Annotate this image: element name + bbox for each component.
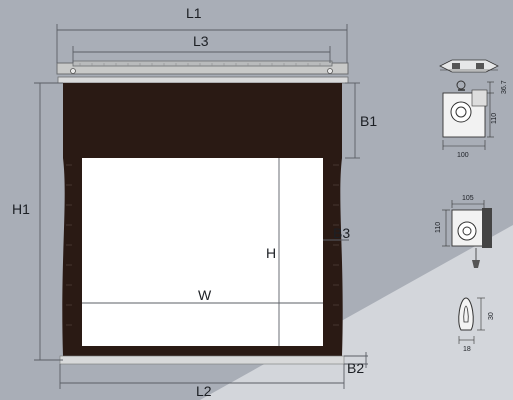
label-b3: B3 [333,225,350,241]
dim-30: 30 [488,312,495,320]
detail-clip-profile: 30 18 [458,297,495,353]
detail-roller-housing: 36.7 110 100 [442,80,508,159]
label-w: W [198,287,212,303]
label-h1: H1 [12,201,30,217]
label-b2: B2 [347,360,364,376]
dimension-lines [34,24,368,389]
dim-100: 100 [457,152,469,159]
dim-18: 18 [463,346,471,353]
screen-frame [62,83,343,356]
bottom-bar [59,355,345,365]
dim-36-7: 36.7 [501,80,508,94]
screen-surface [82,158,323,346]
detail-motor-end: 105 110 [435,195,492,268]
label-h: H [266,245,276,261]
top-housing [56,60,349,84]
detail-top-bracket [439,59,499,73]
label-l1: L1 [186,5,202,21]
dim-110-a: 110 [491,113,498,124]
label-l3: L3 [193,33,209,49]
dim-105: 105 [462,195,474,202]
label-b1: B1 [360,113,377,129]
label-l2: L2 [196,383,212,399]
dim-110-b: 110 [435,222,442,233]
